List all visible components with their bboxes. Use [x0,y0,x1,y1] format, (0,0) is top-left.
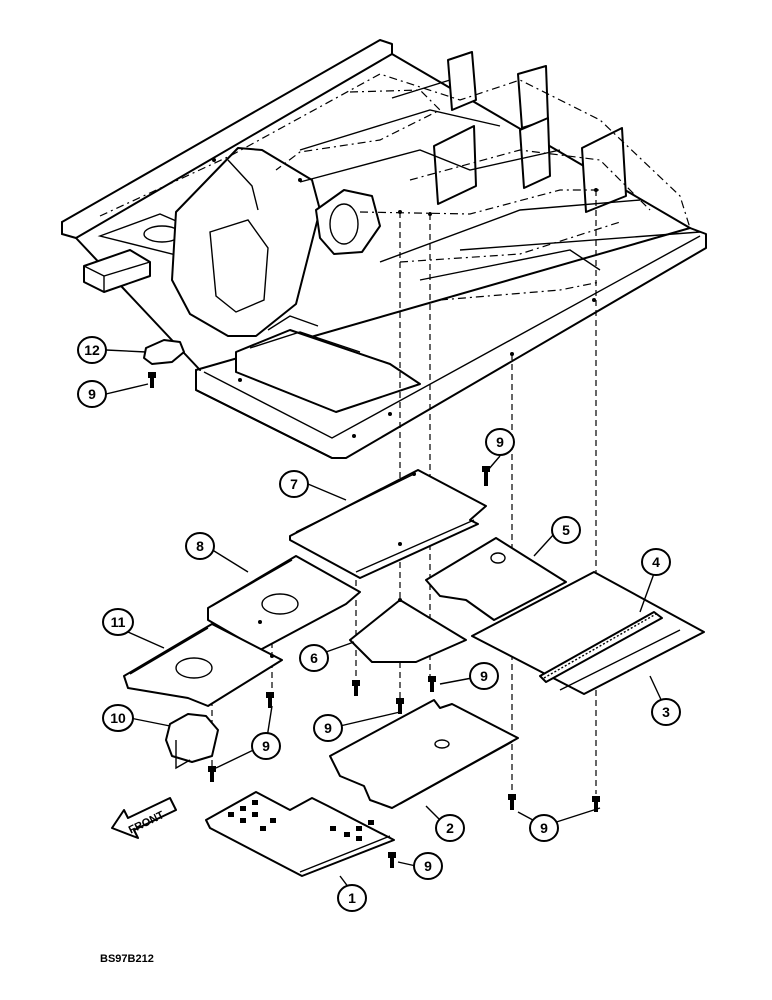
callout-9a: 9 [77,380,107,408]
callout-9d: 9 [313,714,343,742]
callout-2: 2 [435,814,465,842]
callout-2-label: 2 [446,820,454,836]
callout-11: 11 [102,608,134,636]
callout-3-label: 3 [662,704,670,720]
callout-12-label: 12 [84,342,100,358]
front-arrow: FRONT [111,797,177,839]
bolt [388,852,396,868]
callout-7-label: 7 [290,476,298,492]
callout-9-label: 9 [324,720,332,736]
callout-9b: 9 [485,428,515,456]
plate-2 [329,699,519,809]
callout-6-label: 6 [310,650,318,666]
seal-strip-4 [539,611,663,683]
callout-3: 3 [651,698,681,726]
callout-10: 10 [102,704,134,732]
callout-9g: 9 [413,852,443,880]
bolt [508,794,516,810]
bolt [208,766,216,782]
callout-1: 1 [337,884,367,912]
callout-10-label: 10 [110,710,126,726]
bolt [266,692,274,708]
plate-7 [289,469,487,579]
plate-1 [205,791,395,877]
alignment-lines [211,190,597,794]
bolt [396,698,404,714]
plate-8 [207,555,361,651]
callout-9c: 9 [469,662,499,690]
plate-1-holes [228,800,374,841]
callout-9e: 9 [251,732,281,760]
callout-4-label: 4 [652,554,660,570]
cover-12 [143,339,185,365]
bolt [592,796,600,812]
cover-10 [165,713,219,770]
callout-9f: 9 [529,814,559,842]
callout-9-label: 9 [496,434,504,450]
callout-9-label: 9 [424,858,432,874]
callout-11-label: 11 [111,614,126,630]
callout-5: 5 [551,516,581,544]
callout-5-label: 5 [562,522,570,538]
callout-4: 4 [641,548,671,576]
callout-9-label: 9 [540,820,548,836]
bolt [352,680,360,696]
callout-1-label: 1 [348,890,356,906]
bolt [428,676,436,692]
bolt [148,372,156,388]
callout-8-label: 8 [196,538,204,554]
callout-6: 6 [299,644,329,672]
callout-7: 7 [279,470,309,498]
callout-9-label: 9 [262,738,270,754]
bolts-9 [148,372,600,868]
plate-11 [123,623,283,707]
plate-5 [425,537,567,621]
callout-9-label: 9 [480,668,488,684]
callout-9-label: 9 [88,386,96,402]
reference-code: BS97B212 [100,953,154,965]
callout-8: 8 [185,532,215,560]
callout-12: 12 [77,336,107,364]
upper-frame [61,39,707,459]
plate-6 [349,598,467,663]
bolt [482,466,490,486]
